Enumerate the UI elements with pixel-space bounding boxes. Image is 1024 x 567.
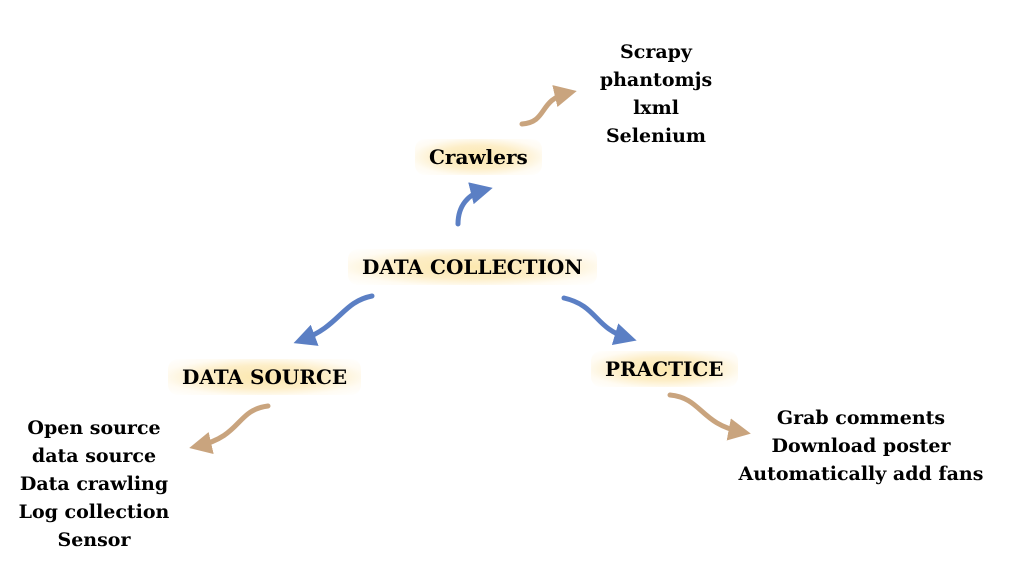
node-practice: PRACTICE xyxy=(591,351,738,387)
list-item: phantomjs xyxy=(599,69,713,91)
arrow-source-to-items xyxy=(189,403,271,454)
node-data-source: DATA SOURCE xyxy=(168,359,362,395)
practice-list: Grab comments Download poster Automatica… xyxy=(716,404,1006,488)
node-label: DATA COLLECTION xyxy=(362,255,583,279)
arrow-center-to-practice xyxy=(561,295,637,345)
data-source-list: Open source data source Data crawling Lo… xyxy=(4,414,184,554)
node-crawlers: Crawlers xyxy=(415,139,542,175)
node-label: PRACTICE xyxy=(605,357,724,381)
list-item: Open source xyxy=(27,417,161,439)
arrow-center-to-crawlers xyxy=(455,182,493,227)
list-item: data source xyxy=(31,445,157,467)
list-item: Download poster xyxy=(771,435,951,457)
list-item: Selenium xyxy=(605,125,707,147)
arrow-crawlers-to-tools xyxy=(519,85,577,127)
crawler-tools-list: Scrapy phantomjs lxml Selenium xyxy=(588,38,724,150)
arrow-center-to-source xyxy=(293,293,375,346)
node-label: DATA SOURCE xyxy=(182,365,348,389)
list-item: Scrapy xyxy=(620,41,692,63)
list-item: lxml xyxy=(633,97,679,119)
arrow-practice-to-items xyxy=(667,392,751,441)
node-data-collection: DATA COLLECTION xyxy=(348,249,597,285)
list-item: Log collection xyxy=(18,501,170,523)
list-item: Automatically add fans xyxy=(738,463,984,485)
list-item: Sensor xyxy=(57,529,131,551)
node-label: Crawlers xyxy=(429,145,528,169)
list-item: Grab comments xyxy=(776,407,946,429)
list-item: Data crawling xyxy=(19,473,169,495)
